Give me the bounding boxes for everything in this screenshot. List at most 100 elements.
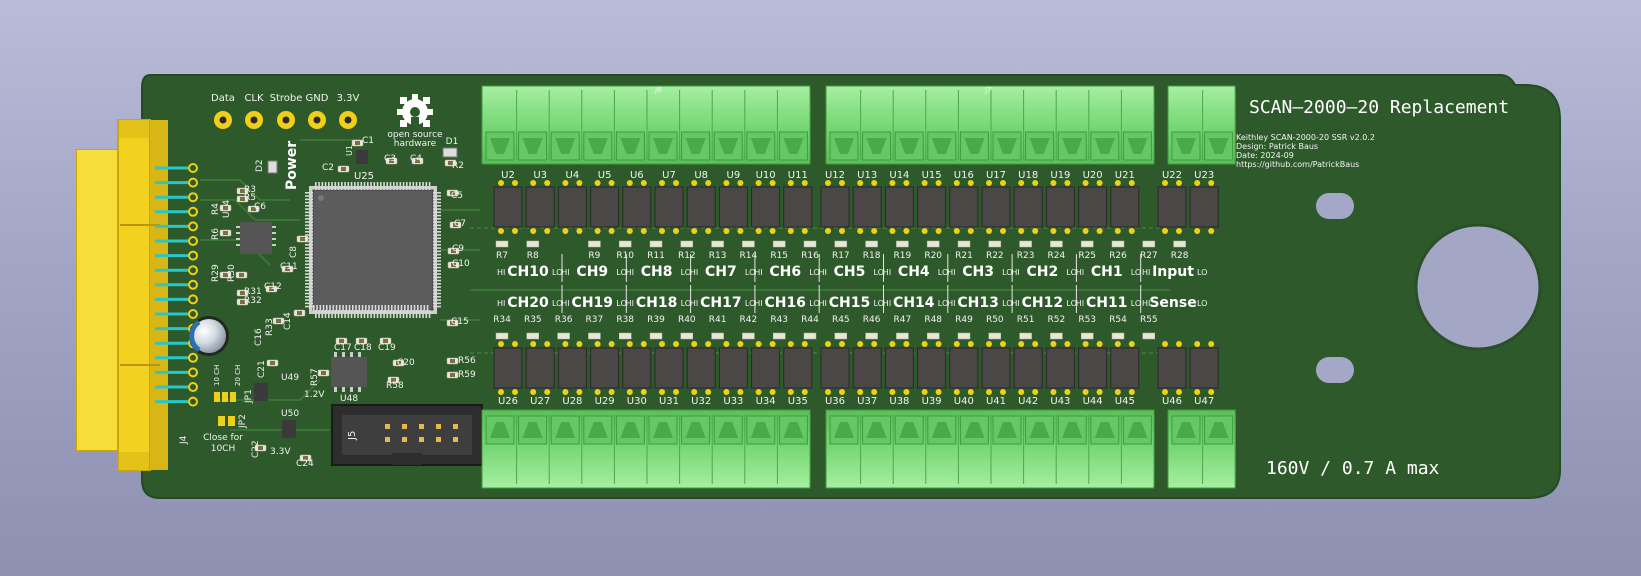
relay-pad	[705, 389, 712, 395]
lo-label: LO	[681, 299, 691, 308]
mcu-pin	[328, 182, 330, 190]
resistor-label: R14	[740, 251, 758, 261]
mcu-pin	[305, 302, 313, 305]
hi-label: HI	[497, 299, 505, 308]
relay-pad	[498, 180, 504, 186]
mcu-pin	[433, 214, 441, 217]
relay-label: U2	[501, 170, 515, 181]
relay-pad	[1018, 389, 1025, 395]
relay-pad	[1050, 180, 1057, 186]
relay-pad	[935, 228, 942, 234]
mcu-pin	[319, 305, 322, 311]
resistor-r52	[1050, 332, 1063, 340]
mcu-pin	[354, 182, 356, 190]
mcu-pin	[399, 310, 402, 318]
relay-pad	[755, 389, 762, 395]
relay-pad	[737, 341, 744, 347]
edge-pin-pad	[188, 294, 198, 305]
mcu-pin	[422, 182, 424, 190]
resistor-r41	[711, 332, 724, 340]
resistor-r24	[1050, 240, 1063, 248]
resistor-label: R21	[955, 251, 973, 261]
mcu-pin	[305, 224, 313, 227]
relay-pad	[801, 389, 808, 395]
relay-label: U35	[788, 396, 808, 407]
mcu-pin	[339, 305, 341, 311]
relay-u36	[820, 347, 850, 389]
relay-pad	[608, 228, 615, 234]
relay-label: U29	[595, 396, 615, 407]
mcu-pin	[360, 182, 363, 190]
relay-u3	[525, 186, 555, 228]
mcu-pin	[305, 205, 313, 207]
relay-u11	[783, 186, 813, 228]
mcu-pin	[381, 305, 383, 311]
relay-label: U12	[825, 170, 845, 181]
mcu-pin	[331, 182, 333, 190]
mcu-pin	[334, 310, 337, 318]
mcu-pin	[433, 286, 441, 288]
passive-body	[450, 359, 455, 363]
hi-label: HI	[626, 299, 634, 308]
relay-pad	[576, 180, 583, 186]
passive-body	[450, 191, 455, 195]
resistor-label: R44	[801, 315, 819, 325]
passive-body	[303, 456, 308, 460]
lo-label: LO	[809, 299, 819, 308]
relay-pad	[705, 228, 712, 234]
mcu-pin	[367, 182, 369, 190]
relay-u5	[590, 186, 620, 228]
mcu-pin	[365, 305, 367, 311]
mcu-pin	[315, 182, 317, 190]
mcu-pin	[415, 182, 418, 190]
relay-pad	[1000, 341, 1006, 347]
relay-pad	[871, 228, 878, 234]
part-u50: U50	[281, 409, 299, 419]
mcu-pin	[318, 310, 320, 318]
relay-label: U42	[1018, 396, 1038, 407]
header-pad-hole	[219, 116, 227, 124]
resistor-r38	[618, 332, 632, 340]
hi-label: HI	[690, 299, 698, 308]
relay-pad	[1096, 180, 1103, 186]
channel-ch12: CH12	[1022, 295, 1063, 311]
part-j5: J5	[347, 431, 358, 441]
lo-label: LO	[616, 268, 626, 277]
close-for-2: 10CH	[211, 444, 236, 454]
header-pin-label: GND	[306, 93, 329, 104]
relay-pad	[1176, 389, 1182, 395]
relay-pad	[839, 389, 845, 395]
channel-ch3: CH3	[962, 264, 994, 280]
passive-body	[453, 223, 458, 227]
mcu-pin	[397, 305, 400, 311]
mcu-pin	[305, 279, 313, 282]
resistor-label: R34	[493, 315, 511, 325]
mounting-hole	[1414, 223, 1542, 351]
mcu-pin	[407, 305, 409, 311]
relay-u33	[718, 347, 748, 389]
resistor-r19	[896, 240, 909, 248]
part-u49: U49	[281, 373, 299, 383]
relay-pad	[801, 341, 808, 347]
hi-label: HI	[1011, 268, 1019, 277]
resistor-r48	[926, 332, 940, 340]
passive-body	[240, 300, 245, 304]
board-title: SCAN–2000–20 Replacement	[1249, 97, 1509, 118]
passive-body	[415, 159, 420, 163]
relay-u16	[949, 186, 979, 228]
mcu-pin	[305, 214, 313, 217]
relay-pad	[967, 228, 974, 234]
resistor-label: R51	[1017, 315, 1035, 325]
mcu-pin	[305, 305, 313, 308]
relay-pad	[608, 180, 615, 186]
relay-pad	[839, 341, 845, 347]
relay-pad	[857, 389, 864, 395]
resistor-r53	[1080, 332, 1094, 340]
channel-ch16: CH16	[764, 295, 805, 311]
relay-pad	[705, 341, 712, 347]
lo-label: LO	[1197, 268, 1207, 277]
resistor-label: R43	[770, 315, 788, 325]
mcu-pin	[433, 263, 441, 266]
resistor-label: R10	[616, 251, 634, 261]
lo-label: LO	[616, 299, 626, 308]
